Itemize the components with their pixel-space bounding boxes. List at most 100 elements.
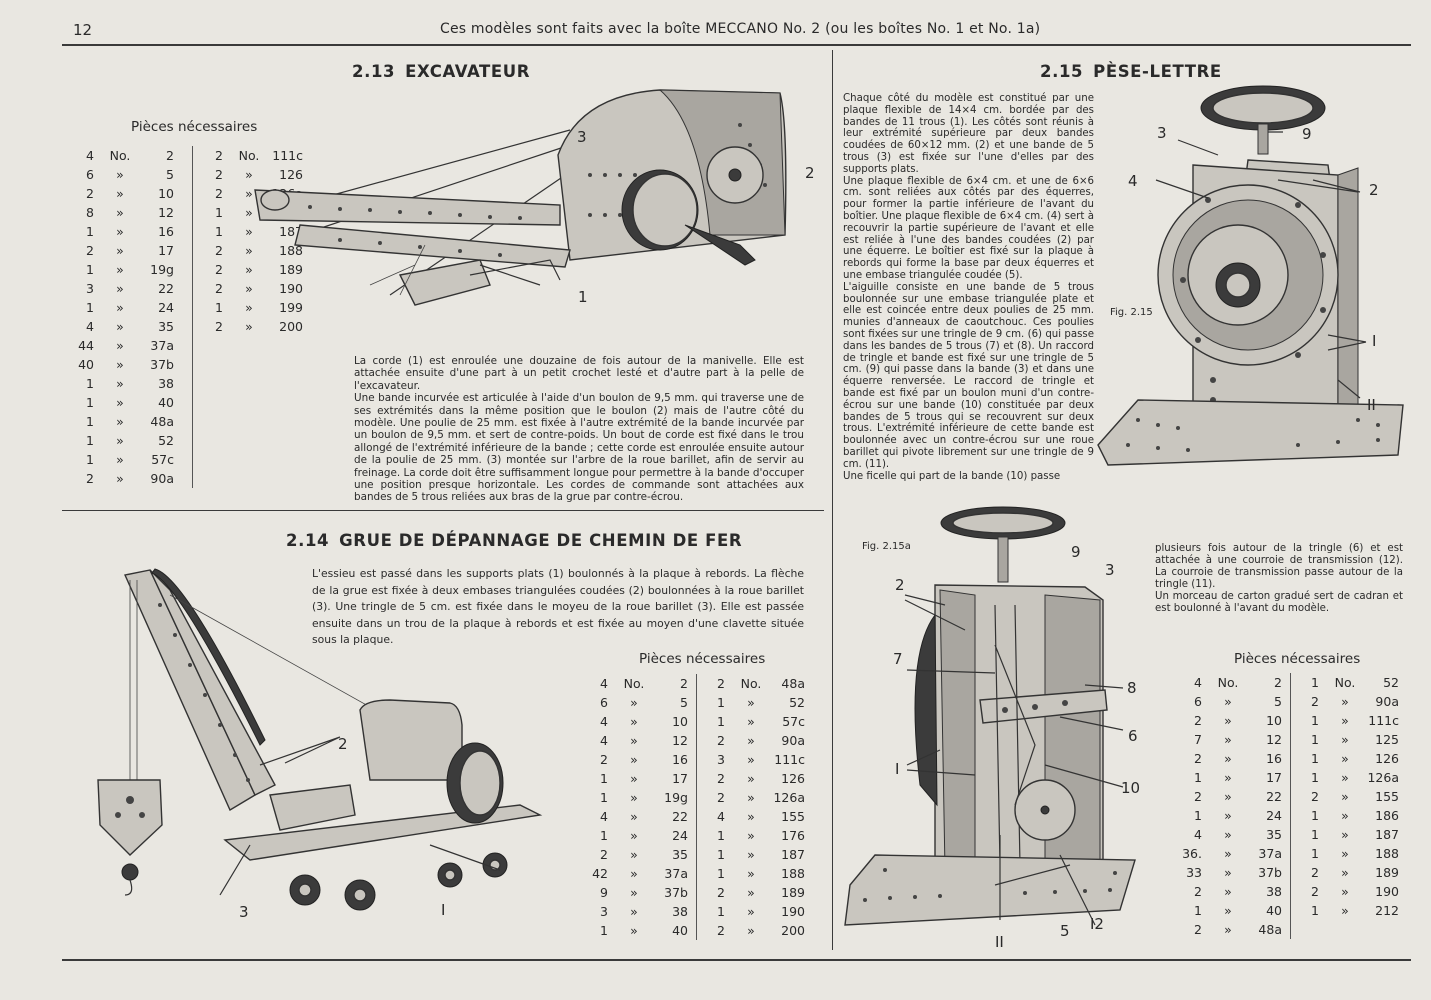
part-row: 1»126 [1297,749,1399,768]
callout-2-15a-9: 9 [1071,543,1081,561]
part-quantity: 2 [1311,789,1319,804]
part-row: 2»17 [72,241,174,260]
part-quantity: 1 [1311,713,1319,728]
part-row: 44»37a [72,336,174,355]
part-row: 2»190 [1297,882,1399,901]
part-label: » [116,300,124,315]
part-number: 10 [158,186,174,201]
part-number: 10 [672,714,688,729]
part-number: 19g [664,790,688,805]
part-row: 2»22 [1180,787,1282,806]
part-label: » [630,752,638,767]
part-label: » [747,923,755,938]
section-title-text: GRUE DE DÉPANNAGE DE CHEMIN DE FER [339,531,743,550]
part-quantity: 2 [717,923,725,938]
part-number: 24 [1266,808,1282,823]
part-label: » [747,752,755,767]
part-quantity: 2 [717,885,725,900]
part-row: 1»19g [72,260,174,279]
part-number: 126 [781,771,805,786]
part-number: 16 [158,224,174,239]
part-label: No. [109,148,131,163]
section-number: 2.13 [352,62,396,81]
part-label: » [747,828,755,843]
part-number: 40 [672,923,688,938]
figure-label-2-15: Fig. 2.15 [1110,307,1153,318]
part-number: 5 [166,167,174,182]
text-2-15-continued: plusieurs fois autour de la tringle (6) … [1155,543,1403,615]
part-label: » [1341,770,1349,785]
part-quantity: 1 [1311,846,1319,861]
part-row: 6»5 [586,693,688,712]
part-number: 111c [774,752,805,767]
part-number: 19g [150,262,174,277]
part-number: 40 [1266,903,1282,918]
part-label: » [245,262,253,277]
part-label: » [1341,751,1349,766]
part-row: 1»186 [1297,806,1399,825]
part-label: » [1224,751,1232,766]
text-2-15-p3: L'aiguille consiste en une bande de 5 tr… [843,281,1094,470]
part-quantity: 1 [1311,827,1319,842]
callout-2-14-2: 2 [338,735,348,753]
part-quantity: 1 [717,847,725,862]
part-number: 2 [1274,675,1282,690]
callout-2-15-3: 3 [1157,124,1167,142]
part-number: 176 [781,828,805,843]
part-number: 12 [672,733,688,748]
part-quantity: 1 [1194,808,1202,823]
part-label: » [747,866,755,881]
callout-2-13-3: 3 [577,128,587,146]
part-quantity: 1 [1194,770,1202,785]
part-label: » [1341,808,1349,823]
part-number: 188 [279,243,303,258]
callout-2-15-1: I [1372,332,1377,350]
part-number: 52 [1383,675,1399,690]
text-2-13-p1: La corde (1) est enroulée une douzaine d… [354,355,804,392]
part-row: 2»10 [1180,711,1282,730]
parts-heading-2-13: Pièces nécessaires [131,119,258,135]
part-row: 8»12 [72,203,174,222]
part-row: 2»35 [586,845,688,864]
part-number: 38 [672,904,688,919]
part-quantity: 1 [717,695,725,710]
part-number: 40 [158,395,174,410]
callout-2-15-4: 4 [1128,172,1138,190]
part-quantity: 1 [717,904,725,919]
part-label: » [630,714,638,729]
section-title-text: PÈSE-LETTRE [1093,62,1222,81]
part-number: 190 [279,281,303,296]
part-row: 1»40 [1180,901,1282,920]
part-row: 4»35 [1180,825,1282,844]
part-quantity: 2 [215,148,223,163]
part-label: » [1224,922,1232,937]
part-label: » [1224,694,1232,709]
part-label: » [630,695,638,710]
part-number: 37a [1258,846,1282,861]
part-row: 3»111c [703,750,805,769]
part-number: 37a [150,338,174,353]
page-number: 12 [73,21,93,39]
part-number: 126a [773,790,805,805]
part-label: » [1224,846,1232,861]
part-label: » [1341,827,1349,842]
part-row: 1»126a [1297,768,1399,787]
part-quantity: 33 [1186,865,1202,880]
part-row: 40»37b [72,355,174,374]
part-row: 1 » 187 [1297,825,1399,844]
part-number: 190 [781,904,805,919]
part-number: 187 [1375,827,1399,842]
callout-2-13-2: 2 [805,164,815,182]
part-label: » [116,338,124,353]
part-quantity: 1 [86,414,94,429]
part-quantity: 1 [1311,751,1319,766]
part-row: 2»190 [201,279,303,298]
part-quantity: 2 [1194,884,1202,899]
part-quantity: 1 [600,923,608,938]
